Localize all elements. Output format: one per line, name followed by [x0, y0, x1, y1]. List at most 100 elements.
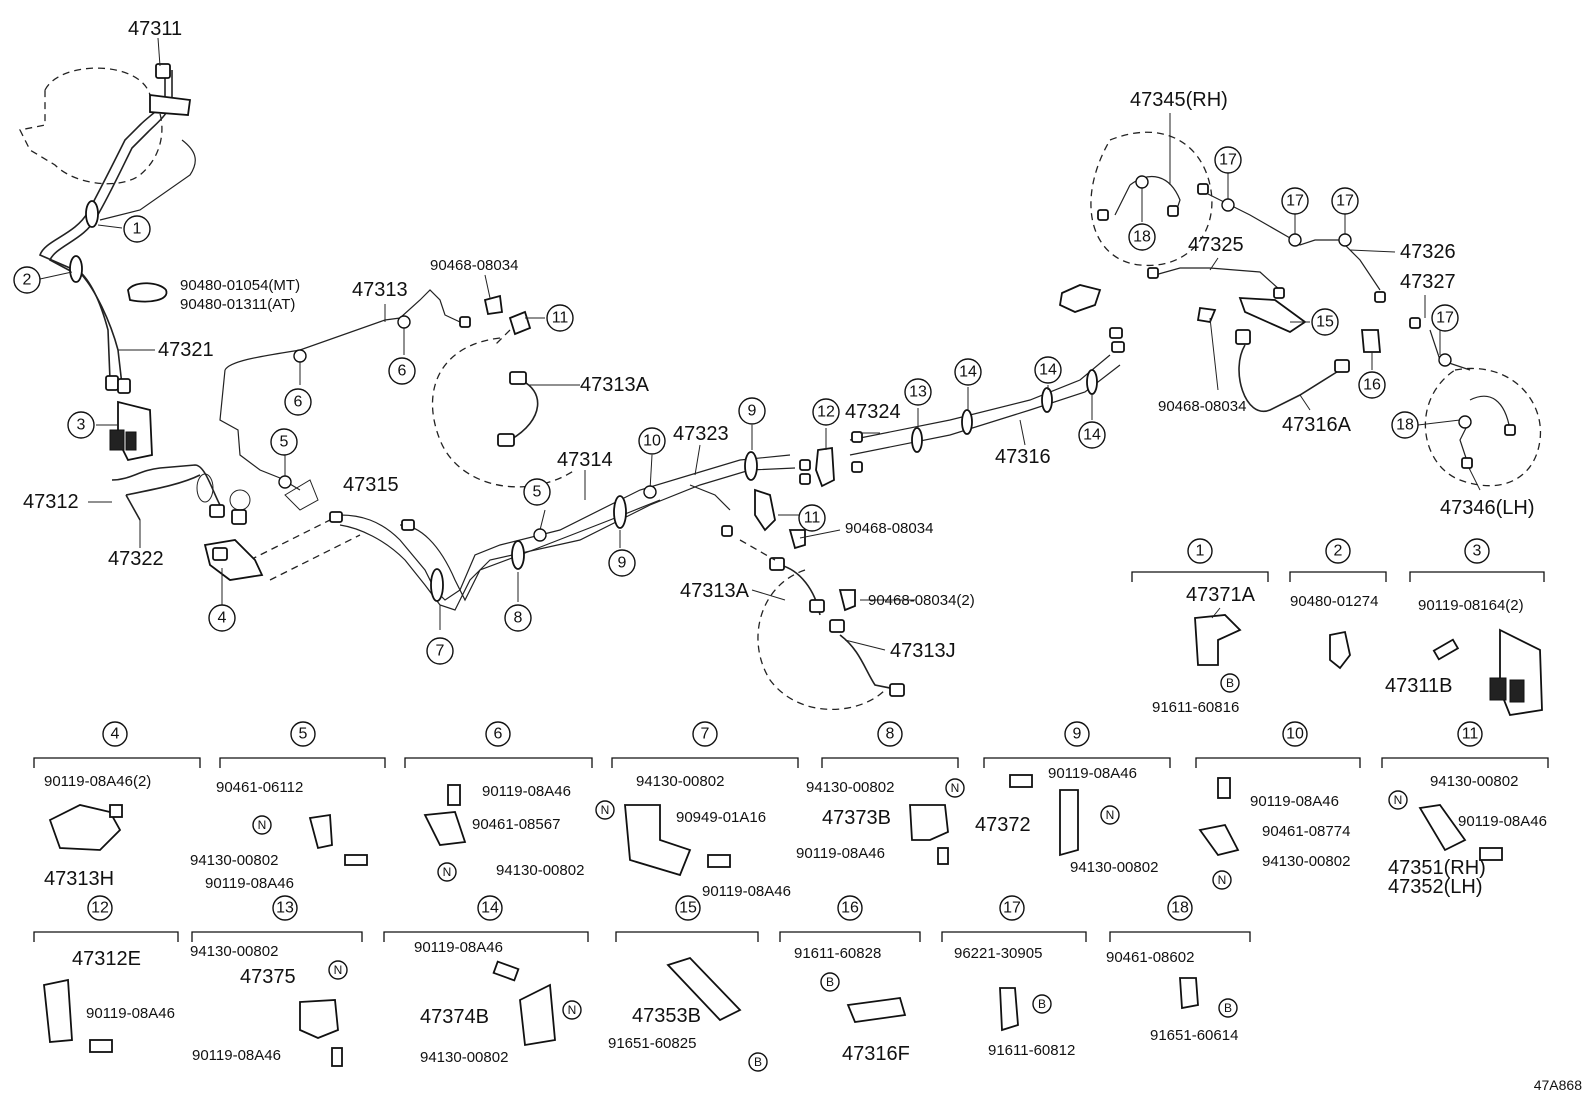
group-12: 12 47312E 90119-08A46	[33, 895, 179, 1053]
group-8: 8 94130-00802 N 47373B 90119-08A46	[796, 721, 965, 865]
group-10: 10 90119-08A46 90461-08774 N 94130-00802	[1195, 721, 1361, 890]
svg-text:90119-08A46: 90119-08A46	[482, 783, 571, 800]
svg-text:47351(RH): 47351(RH)	[1388, 857, 1486, 879]
svg-text:9: 9	[748, 403, 757, 420]
callout-12: 12	[812, 398, 840, 426]
label-47326: 47326	[1400, 241, 1456, 263]
svg-text:4: 4	[111, 726, 120, 743]
svg-text:1: 1	[133, 221, 142, 238]
svg-text:96221-30905: 96221-30905	[954, 945, 1042, 962]
label-47322: 47322	[108, 548, 164, 570]
svg-text:94130-00802: 94130-00802	[496, 862, 584, 879]
svg-text:4: 4	[218, 610, 227, 627]
svg-text:B: B	[754, 1055, 762, 1069]
label-47313j: 47313J	[890, 640, 956, 662]
svg-text:18: 18	[1171, 900, 1189, 917]
svg-text:90119-08A46: 90119-08A46	[205, 875, 294, 892]
svg-text:90119-08A46: 90119-08A46	[414, 939, 503, 956]
label-90468-mid2: 90468-08034(2)	[868, 592, 975, 609]
svg-text:17: 17	[1286, 193, 1304, 210]
svg-text:47313H: 47313H	[44, 868, 114, 890]
callout-2: 2	[13, 266, 41, 294]
svg-text:N: N	[1106, 808, 1115, 822]
svg-text:10: 10	[643, 433, 661, 450]
label-47316a: 47316A	[1282, 414, 1352, 436]
svg-text:16: 16	[841, 900, 859, 917]
svg-text:N: N	[334, 963, 343, 977]
svg-text:18: 18	[1133, 229, 1151, 246]
svg-text:8: 8	[514, 610, 523, 627]
svg-text:N: N	[951, 781, 960, 795]
svg-text:94130-00802: 94130-00802	[190, 852, 278, 869]
svg-text:17: 17	[1219, 152, 1237, 169]
callout-17a: 17	[1214, 146, 1242, 174]
group-17: 17 96221-30905 B 91611-60812	[941, 895, 1087, 1059]
svg-text:11: 11	[552, 310, 569, 327]
front-hose-mid	[721, 488, 905, 711]
svg-text:90461-08774: 90461-08774	[1262, 823, 1350, 840]
callout-14a: 14	[954, 358, 982, 386]
callout-14b: 14	[1034, 356, 1062, 384]
svg-text:94130-00802: 94130-00802	[190, 943, 278, 960]
callouts: 1 2 3 4 5 5 6 6 7 8 9 9 10 11 11 12 13 1…	[13, 146, 1459, 665]
svg-text:17: 17	[1436, 310, 1454, 327]
svg-text:B: B	[826, 975, 834, 989]
svg-text:18: 18	[1396, 417, 1414, 434]
label-47313a-top: 47313A	[580, 374, 650, 396]
svg-text:17: 17	[1336, 193, 1354, 210]
callout-6b: 6	[388, 357, 416, 385]
callout-18b: 18	[1391, 411, 1419, 439]
svg-text:17: 17	[1003, 900, 1021, 917]
label-47324: 47324	[845, 401, 901, 423]
callout-8: 8	[504, 604, 532, 632]
main-brake-pipes	[219, 284, 1125, 611]
label-47311: 47311	[128, 18, 182, 40]
label-90480-mt: 90480-01054(MT)	[180, 277, 300, 294]
svg-text:15: 15	[679, 900, 697, 917]
svg-text:90949-01A16: 90949-01A16	[676, 809, 766, 826]
group-3: 3 90119-08164(2) 47311B	[1385, 538, 1545, 716]
callout-5a: 5	[270, 428, 298, 456]
callout-10: 10	[638, 427, 666, 455]
callout-6a: 6	[284, 388, 312, 416]
group-16: 16 91611-60828 B 47316F	[779, 895, 921, 1065]
svg-text:6: 6	[494, 726, 503, 743]
svg-text:47371A: 47371A	[1186, 584, 1256, 606]
svg-text:1: 1	[1196, 543, 1205, 560]
callout-3: 3	[67, 411, 95, 439]
svg-text:10: 10	[1286, 726, 1304, 743]
callout-17d: 17	[1431, 304, 1459, 332]
label-90468-top: 90468-08034	[430, 257, 518, 274]
label-47345-rh: 47345(RH)	[1130, 89, 1228, 111]
callout-17c: 17	[1331, 187, 1359, 215]
leader-lines	[39, 37, 1481, 651]
label-47313a-mid: 47313A	[680, 580, 750, 602]
svg-text:N: N	[568, 1003, 577, 1017]
svg-text:90119-08A46: 90119-08A46	[1048, 765, 1137, 782]
svg-text:13: 13	[276, 900, 294, 917]
svg-text:47372: 47372	[975, 814, 1031, 836]
svg-text:N: N	[1394, 793, 1403, 807]
label-47346-lh: 47346(LH)	[1440, 497, 1535, 519]
label-47314: 47314	[557, 449, 613, 471]
callout-13: 13	[904, 378, 932, 406]
svg-text:11: 11	[804, 510, 821, 527]
label-47321: 47321	[158, 339, 214, 361]
svg-text:13: 13	[909, 384, 927, 401]
callout-4: 4	[208, 604, 236, 632]
master-cylinder-area	[19, 63, 196, 394]
svg-text:47374B: 47374B	[420, 1006, 489, 1028]
callout-16: 16	[1358, 371, 1386, 399]
svg-text:91651-60825: 91651-60825	[608, 1035, 696, 1052]
label-47325: 47325	[1188, 234, 1244, 256]
group-14: 14 90119-08A46 47374B N 94130-00802	[383, 895, 589, 1066]
callout-7: 7	[426, 637, 454, 665]
callout-11b: 11	[798, 504, 826, 532]
callout-9b: 9	[738, 397, 766, 425]
svg-text:14: 14	[481, 900, 499, 917]
label-90468-mid: 90468-08034	[845, 520, 933, 537]
svg-text:3: 3	[1473, 543, 1482, 560]
group-11: 11 N 94130-00802 90119-08A46 47351(RH) 4…	[1381, 721, 1549, 898]
svg-text:94130-00802: 94130-00802	[1262, 853, 1350, 870]
svg-text:47375: 47375	[240, 966, 296, 988]
